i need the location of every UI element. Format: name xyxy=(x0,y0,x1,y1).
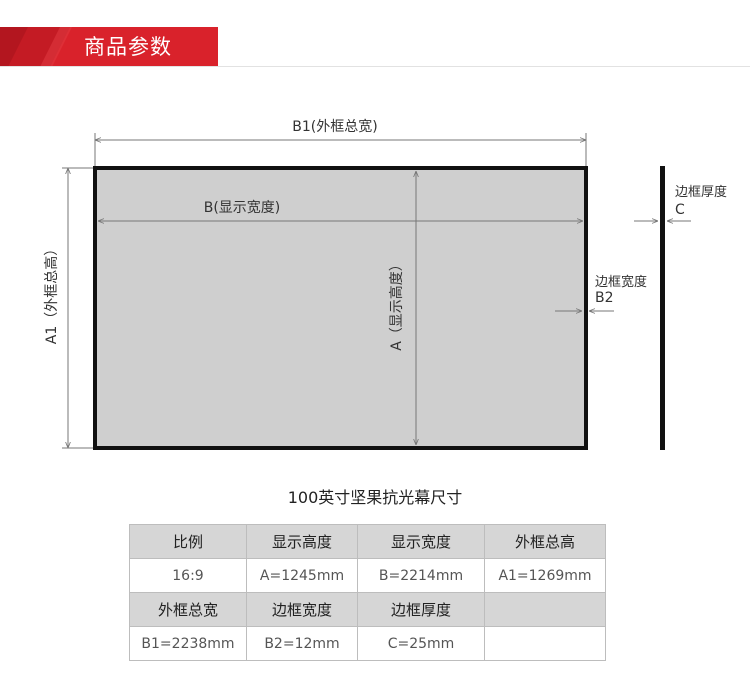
banner-shape xyxy=(0,27,218,67)
table-cell: 16:9 xyxy=(129,558,247,593)
screen-frame xyxy=(93,166,588,450)
table-cell: B=2214mm xyxy=(357,558,485,593)
label-b2-line1: 边框宽度 xyxy=(595,274,647,290)
page-title: 商品参数 xyxy=(84,35,172,59)
table-cell: 边框厚度 xyxy=(357,592,485,627)
dimension-diagram: B1(外框总宽) B(显示宽度) A1（外框总高） A（显示高度） 边框宽度 B… xyxy=(43,118,727,450)
header-divider xyxy=(0,66,750,67)
table-cell: B2=12mm xyxy=(246,626,358,661)
label-b1: B1(外框总宽) xyxy=(292,118,377,135)
table-cell: 外框总宽 xyxy=(129,592,247,627)
label-b2-line2: B2 xyxy=(595,290,614,306)
header-banner: 商品参数 xyxy=(0,27,218,67)
label-a1: A1（外框总高） xyxy=(43,242,60,344)
table-row: 16:9 A=1245mm B=2214mm A1=1269mm xyxy=(129,558,606,593)
table-cell: A=1245mm xyxy=(246,558,358,593)
frame-side-profile xyxy=(660,166,665,450)
label-c-line2: C xyxy=(675,202,685,218)
table-cell: A1=1269mm xyxy=(484,558,606,593)
table-row: 比例 显示高度 显示宽度 外框总高 xyxy=(129,524,606,559)
table-cell xyxy=(484,626,606,661)
spec-table: 比例 显示高度 显示宽度 外框总高 16:9 A=1245mm B=2214mm… xyxy=(129,524,606,661)
table-row: 外框总宽 边框宽度 边框厚度 xyxy=(129,592,606,627)
table-cell: 边框宽度 xyxy=(246,592,358,627)
table-row: B1=2238mm B2=12mm C=25mm xyxy=(129,626,606,661)
table-cell: 比例 xyxy=(129,524,247,559)
table-cell xyxy=(484,592,606,627)
spec-caption: 100英寸坚果抗光幕尺寸 xyxy=(287,488,463,507)
table-cell: C=25mm xyxy=(357,626,485,661)
label-b: B(显示宽度) xyxy=(204,199,281,216)
table-cell: 外框总高 xyxy=(484,524,606,559)
label-c-line1: 边框厚度 xyxy=(675,184,727,200)
table-cell: B1=2238mm xyxy=(129,626,247,661)
label-a: A（显示高度） xyxy=(388,257,405,351)
table-cell: 显示高度 xyxy=(246,524,358,559)
table-cell: 显示宽度 xyxy=(357,524,485,559)
